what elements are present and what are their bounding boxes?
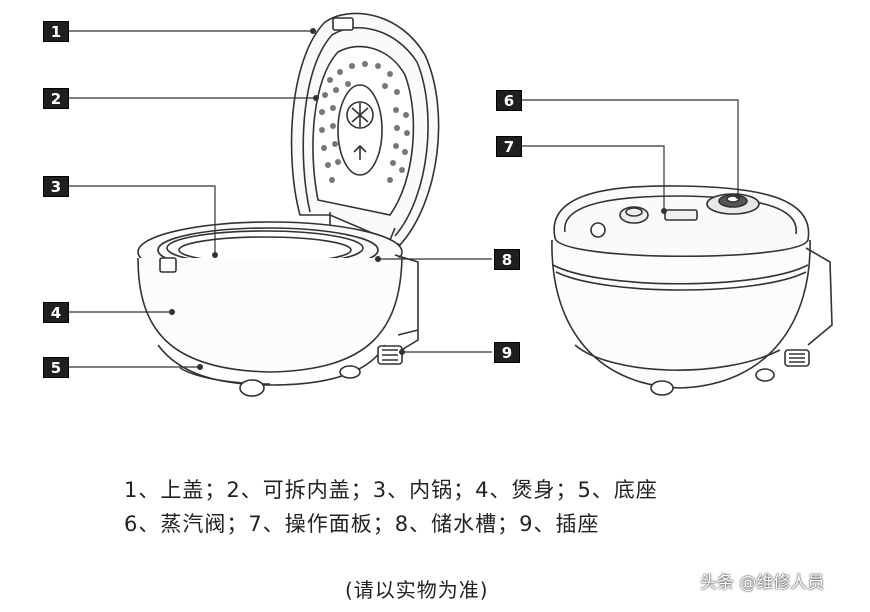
label-3: 3 [43, 176, 69, 197]
label-5: 5 [43, 357, 69, 378]
label-9: 9 [494, 342, 520, 363]
legend-line-2: 6、蒸汽阀；7、操作面板；8、储水槽；9、插座 [124, 512, 600, 536]
watermark: 头条 @维修人员 [700, 568, 824, 593]
label-7: 7 [496, 136, 522, 157]
legend-line-1: 1、上盖；2、可拆内盖；3、内锅；4、煲身；5、底座 [124, 478, 658, 502]
label-2: 2 [43, 88, 69, 109]
watermark-text: 头条 @维修人员 [700, 573, 825, 593]
disclaimer-note: (请以实物为准) [345, 578, 489, 602]
cooker-body-left [137, 257, 403, 373]
operation-panel [664, 209, 698, 221]
cooker-body-right [551, 239, 811, 389]
label-1: 1 [43, 21, 69, 42]
label-6: 6 [496, 90, 522, 111]
label-4: 4 [43, 302, 69, 323]
inner-lid-holes [319, 61, 410, 183]
removable-inner-lid [312, 45, 415, 216]
label-8: 8 [494, 249, 520, 270]
